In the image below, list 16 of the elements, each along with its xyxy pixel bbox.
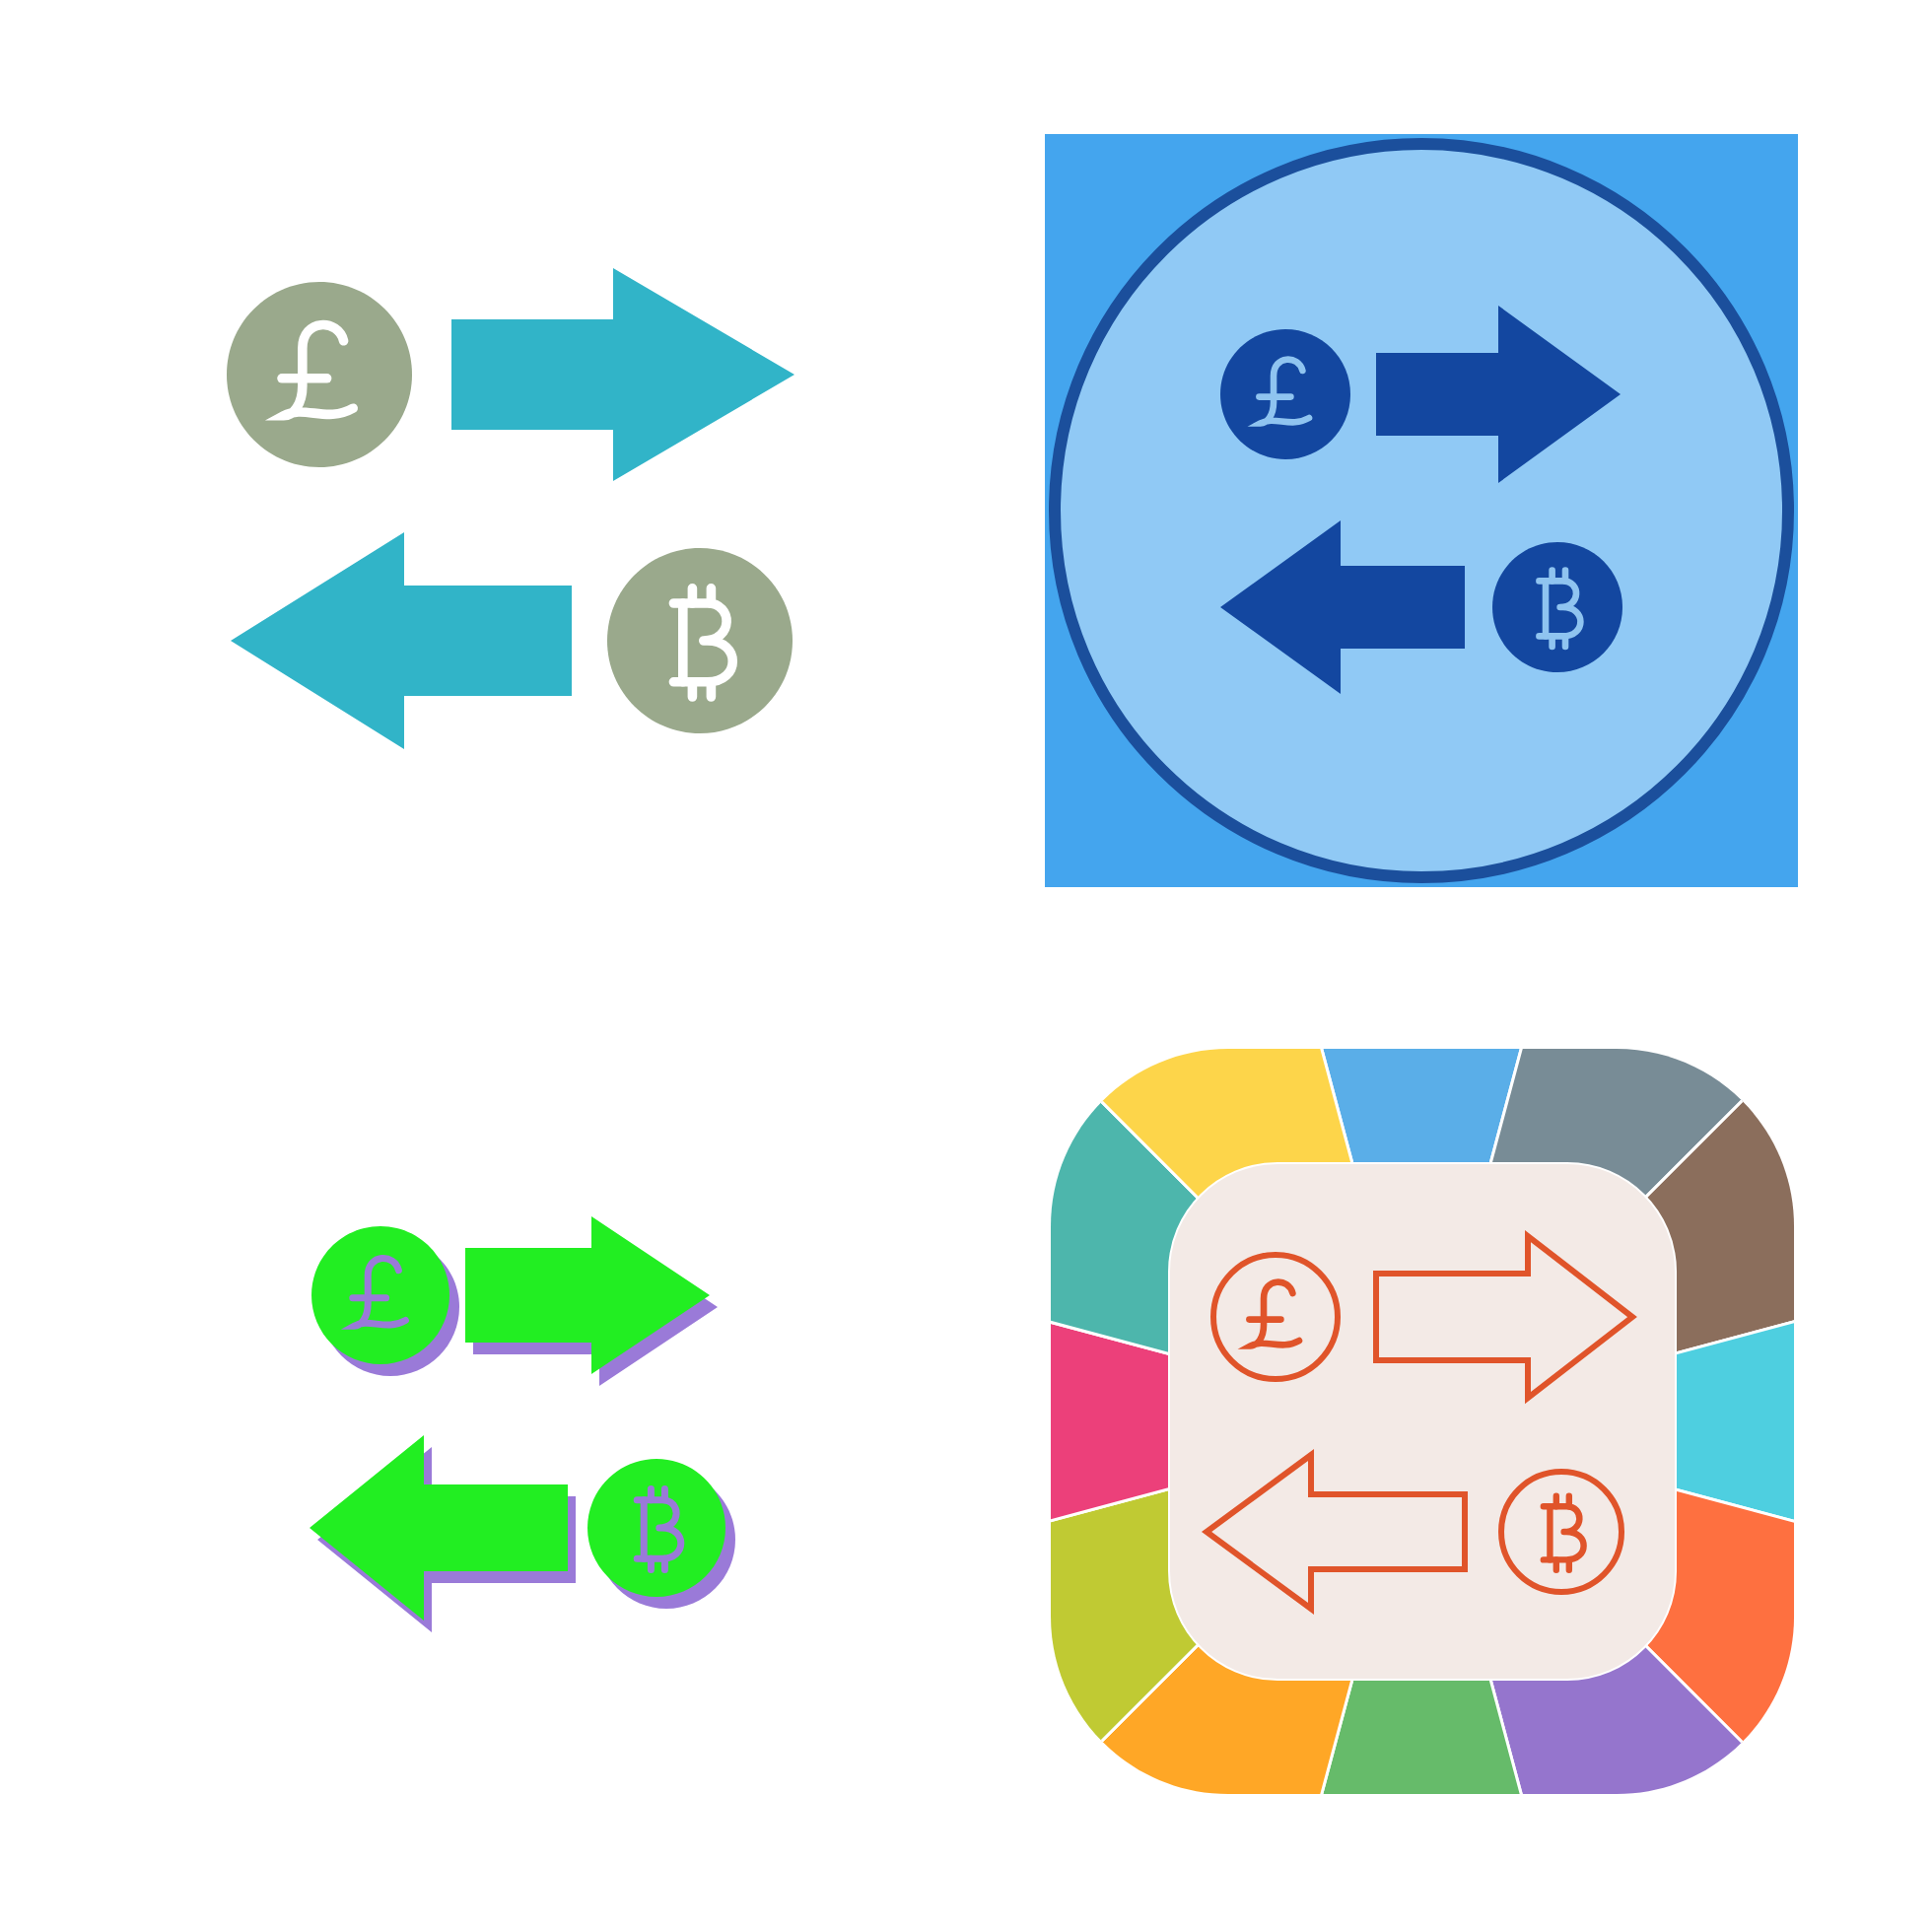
arrow — [1373, 1229, 1637, 1405]
arrow — [1220, 520, 1465, 694]
arrow — [451, 268, 794, 481]
arrow — [1376, 306, 1621, 483]
coin-icon — [1498, 1469, 1624, 1595]
coin-icon — [311, 1226, 459, 1376]
coin-icon — [587, 1459, 735, 1609]
coin-icon — [1492, 542, 1622, 672]
coin-icon — [227, 282, 412, 467]
coin-icon — [1220, 329, 1350, 459]
coin-icon — [607, 548, 793, 733]
arrow — [465, 1216, 718, 1386]
arrow — [231, 532, 572, 749]
arrow — [310, 1435, 576, 1632]
coin-icon — [1210, 1252, 1341, 1382]
arrow — [1201, 1449, 1468, 1615]
